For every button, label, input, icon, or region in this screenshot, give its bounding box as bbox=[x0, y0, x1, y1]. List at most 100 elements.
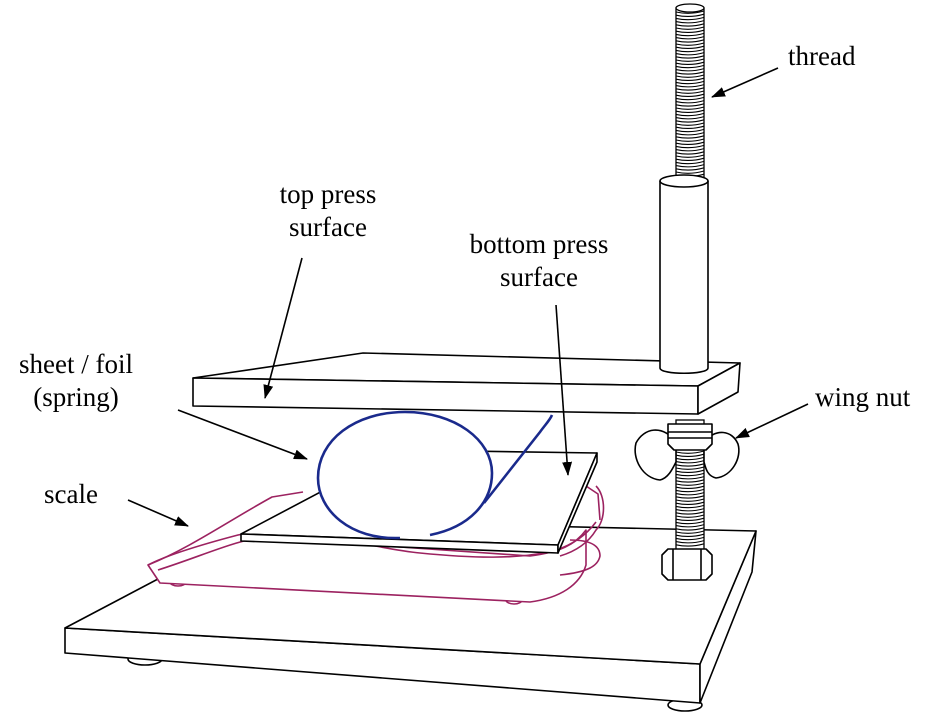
upper-thread bbox=[675, 3, 705, 181]
thread-ridge bbox=[675, 482, 705, 486]
thread-ridge bbox=[675, 58, 705, 62]
thread-ridge bbox=[675, 116, 705, 120]
label-sheet-foil-line1: sheet / foil bbox=[19, 349, 133, 379]
label-thread-text: thread bbox=[788, 41, 856, 71]
top-plate-side bbox=[697, 362, 741, 415]
thread-ridge bbox=[675, 52, 705, 56]
scale-arrow bbox=[127, 499, 189, 527]
thread-ridge bbox=[675, 164, 705, 168]
thread-ridge bbox=[675, 533, 705, 538]
thread-ridge bbox=[675, 540, 705, 544]
thread-ridge bbox=[675, 485, 705, 490]
thread-ridge bbox=[675, 466, 705, 470]
thread-ridge bbox=[675, 160, 705, 165]
label-thread: thread bbox=[788, 40, 855, 73]
bottom-press-arrow bbox=[555, 304, 573, 476]
thread-ridge bbox=[675, 154, 705, 158]
thread-ridge bbox=[675, 501, 705, 506]
thread-ridge bbox=[675, 48, 705, 53]
thread-ridge bbox=[675, 498, 705, 502]
thread-ridge bbox=[675, 479, 705, 483]
thread-ridge bbox=[675, 151, 705, 155]
thread-ridge bbox=[675, 90, 705, 94]
label-top-press-surface: top press surface bbox=[258, 178, 398, 244]
thread-ridge bbox=[675, 32, 705, 37]
thread-ridge bbox=[675, 68, 705, 72]
wing-nut-arrow bbox=[735, 403, 809, 439]
sheet-foil-arrow bbox=[177, 409, 308, 460]
scale-ring-top bbox=[585, 485, 601, 521]
thread-ridge bbox=[675, 167, 705, 171]
thread-ridge bbox=[675, 141, 705, 146]
scale-ring-outer bbox=[559, 485, 605, 557]
thread-ridge bbox=[675, 460, 705, 464]
hex-nut bbox=[661, 548, 713, 581]
thread-ridge bbox=[675, 109, 705, 114]
thread-ridge bbox=[675, 488, 705, 493]
thread-ridge bbox=[675, 128, 705, 133]
thread-ridge bbox=[675, 26, 705, 30]
label-wing-nut: wing nut bbox=[815, 381, 910, 414]
thread-ridge bbox=[675, 100, 705, 104]
thread-ridge bbox=[675, 16, 705, 21]
label-bottom-press-surface: bottom press surface bbox=[449, 228, 629, 294]
label-top-press-line2: surface bbox=[289, 212, 367, 242]
label-wing-nut-text: wing nut bbox=[815, 382, 911, 412]
thread-ridge bbox=[675, 514, 705, 518]
thread-ridge bbox=[675, 77, 705, 82]
thread-ridge bbox=[675, 55, 705, 59]
thread-ridge bbox=[675, 125, 705, 130]
sleeve bbox=[659, 174, 709, 375]
thread-ridge bbox=[675, 511, 705, 515]
thread-ridge bbox=[675, 157, 705, 162]
thread-ridge bbox=[675, 112, 705, 117]
thread-ridge bbox=[675, 45, 705, 50]
thread-ridge bbox=[675, 39, 705, 43]
thread-ridge bbox=[675, 135, 705, 139]
thread-ridge bbox=[675, 517, 705, 522]
thread-ridge bbox=[675, 527, 705, 531]
foil-loop bbox=[316, 410, 494, 540]
thread-ridge bbox=[675, 148, 705, 152]
sheet-foil-spring bbox=[316, 410, 554, 540]
label-sheet-foil: sheet / foil (spring) bbox=[0, 348, 152, 414]
thread-ridge bbox=[675, 469, 705, 474]
thread-ridge bbox=[675, 122, 705, 126]
thread-ridge bbox=[675, 13, 705, 18]
thread-ridge bbox=[675, 119, 705, 123]
top-press-arrow bbox=[263, 257, 303, 399]
wing-hub bbox=[667, 423, 713, 451]
thread-ridge bbox=[675, 508, 705, 512]
bottom-plate-side bbox=[557, 452, 598, 554]
label-bottom-press-line2: surface bbox=[500, 262, 578, 292]
thread-ridge bbox=[675, 170, 705, 174]
thread-ridge bbox=[675, 23, 705, 27]
thread-ridge bbox=[675, 138, 705, 142]
thread-ridge bbox=[675, 504, 705, 509]
thread-ridge bbox=[675, 476, 705, 480]
thread-ridge bbox=[675, 20, 705, 24]
thread-ridge bbox=[675, 87, 705, 91]
scale-top-surface bbox=[147, 491, 304, 566]
label-sheet-foil-line2: (spring) bbox=[33, 382, 119, 412]
wing-nut bbox=[634, 423, 740, 481]
label-top-press-line1: top press bbox=[279, 179, 377, 209]
thread-ridge bbox=[675, 463, 705, 467]
thread-ridge bbox=[675, 80, 705, 85]
thread-ridge bbox=[675, 536, 705, 541]
thread-ridge bbox=[675, 450, 705, 454]
label-scale: scale bbox=[44, 478, 98, 511]
scale-ring-lower bbox=[559, 539, 601, 576]
thread-ridge bbox=[675, 36, 705, 40]
thread-ridge bbox=[675, 84, 705, 88]
thread-ridge bbox=[675, 74, 705, 78]
thread-ridge bbox=[675, 61, 705, 66]
thread-ridge bbox=[675, 42, 705, 46]
foil-tail bbox=[482, 414, 554, 504]
thread-ridge bbox=[675, 453, 705, 458]
thread-arrow bbox=[711, 67, 779, 98]
thread-ridge bbox=[675, 495, 705, 499]
thread-ridge bbox=[675, 132, 705, 136]
thread-ridge bbox=[675, 93, 705, 98]
